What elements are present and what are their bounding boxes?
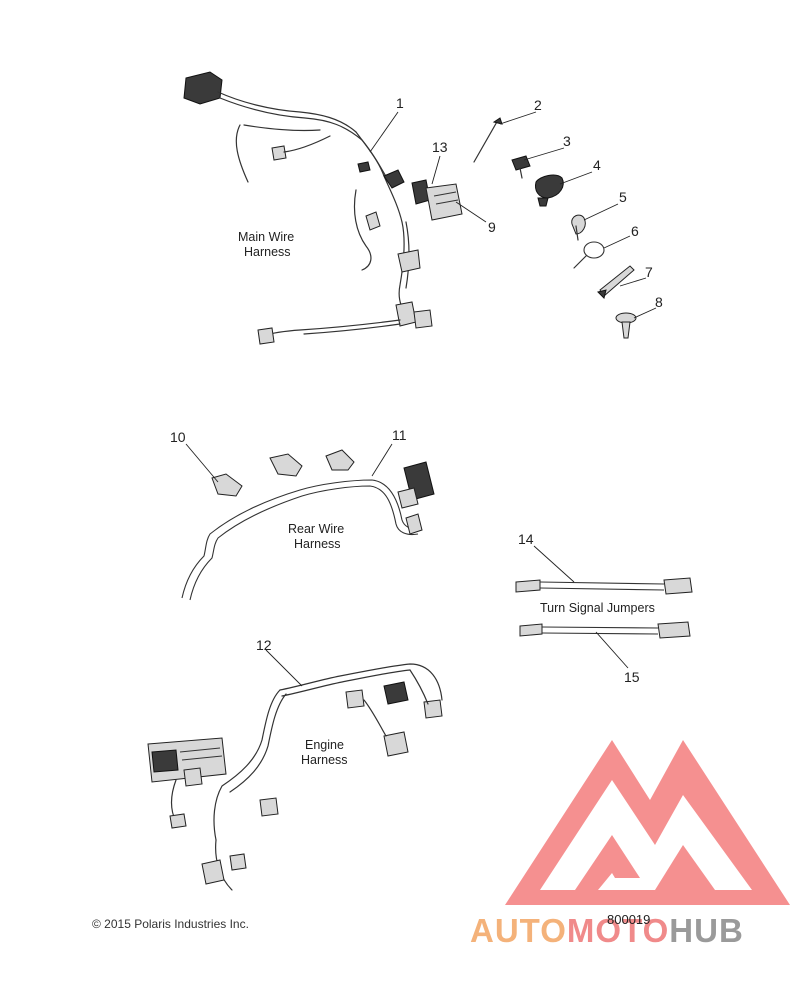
- main-wire-harness: [183, 71, 433, 345]
- engine-label-line2: Harness: [301, 753, 348, 767]
- watermark-text: AUTOMOTOHUB: [470, 912, 744, 950]
- watermark-hub: HUB: [669, 912, 744, 949]
- callout-7: 7: [645, 264, 653, 280]
- ecu-module: [411, 179, 463, 221]
- callout-12: 12: [256, 637, 272, 653]
- callout-11: 11: [392, 427, 407, 443]
- clip-item-5: [571, 214, 586, 241]
- callout-1: 1: [396, 95, 404, 111]
- cable-tie-item-6: [573, 241, 605, 269]
- copyright-text: © 2015 Polaris Industries Inc.: [92, 917, 249, 931]
- rear-wire-label-line2: Harness: [294, 537, 341, 551]
- engine-label-line1: Engine: [305, 738, 344, 752]
- callout-4: 4: [593, 157, 601, 173]
- turn-signal-jumper-14: [515, 577, 693, 595]
- callout-9: 9: [488, 219, 496, 235]
- callout-8: 8: [655, 294, 663, 310]
- callout-2: 2: [534, 97, 542, 113]
- callout-6: 6: [631, 223, 639, 239]
- connector-item-4: [535, 174, 564, 207]
- engine-harness: [147, 663, 443, 891]
- drawing-number: 800019: [607, 912, 651, 927]
- callout-3: 3: [563, 133, 571, 149]
- main-wire-label-line1: Main Wire: [238, 230, 294, 244]
- watermark-auto: AUTO: [470, 912, 567, 949]
- cable-tie-item-2: [473, 117, 503, 163]
- turn-signal-label: Turn Signal Jumpers: [540, 601, 655, 615]
- callout-14: 14: [518, 531, 534, 547]
- callout-5: 5: [619, 189, 627, 205]
- watermark-logo: [505, 740, 790, 905]
- rear-wire-label-line1: Rear Wire: [288, 522, 344, 536]
- callout-15: 15: [624, 669, 640, 685]
- push-rivet-item-8: [615, 312, 637, 339]
- callout-13: 13: [432, 139, 448, 155]
- watermark-moto: MOTO: [566, 912, 670, 949]
- turn-signal-jumper-15: [519, 621, 691, 639]
- main-wire-label-line2: Harness: [244, 245, 291, 259]
- callout-10: 10: [170, 429, 186, 445]
- rear-wire-harness: [181, 449, 435, 601]
- cable-tie-item-7: [597, 265, 635, 299]
